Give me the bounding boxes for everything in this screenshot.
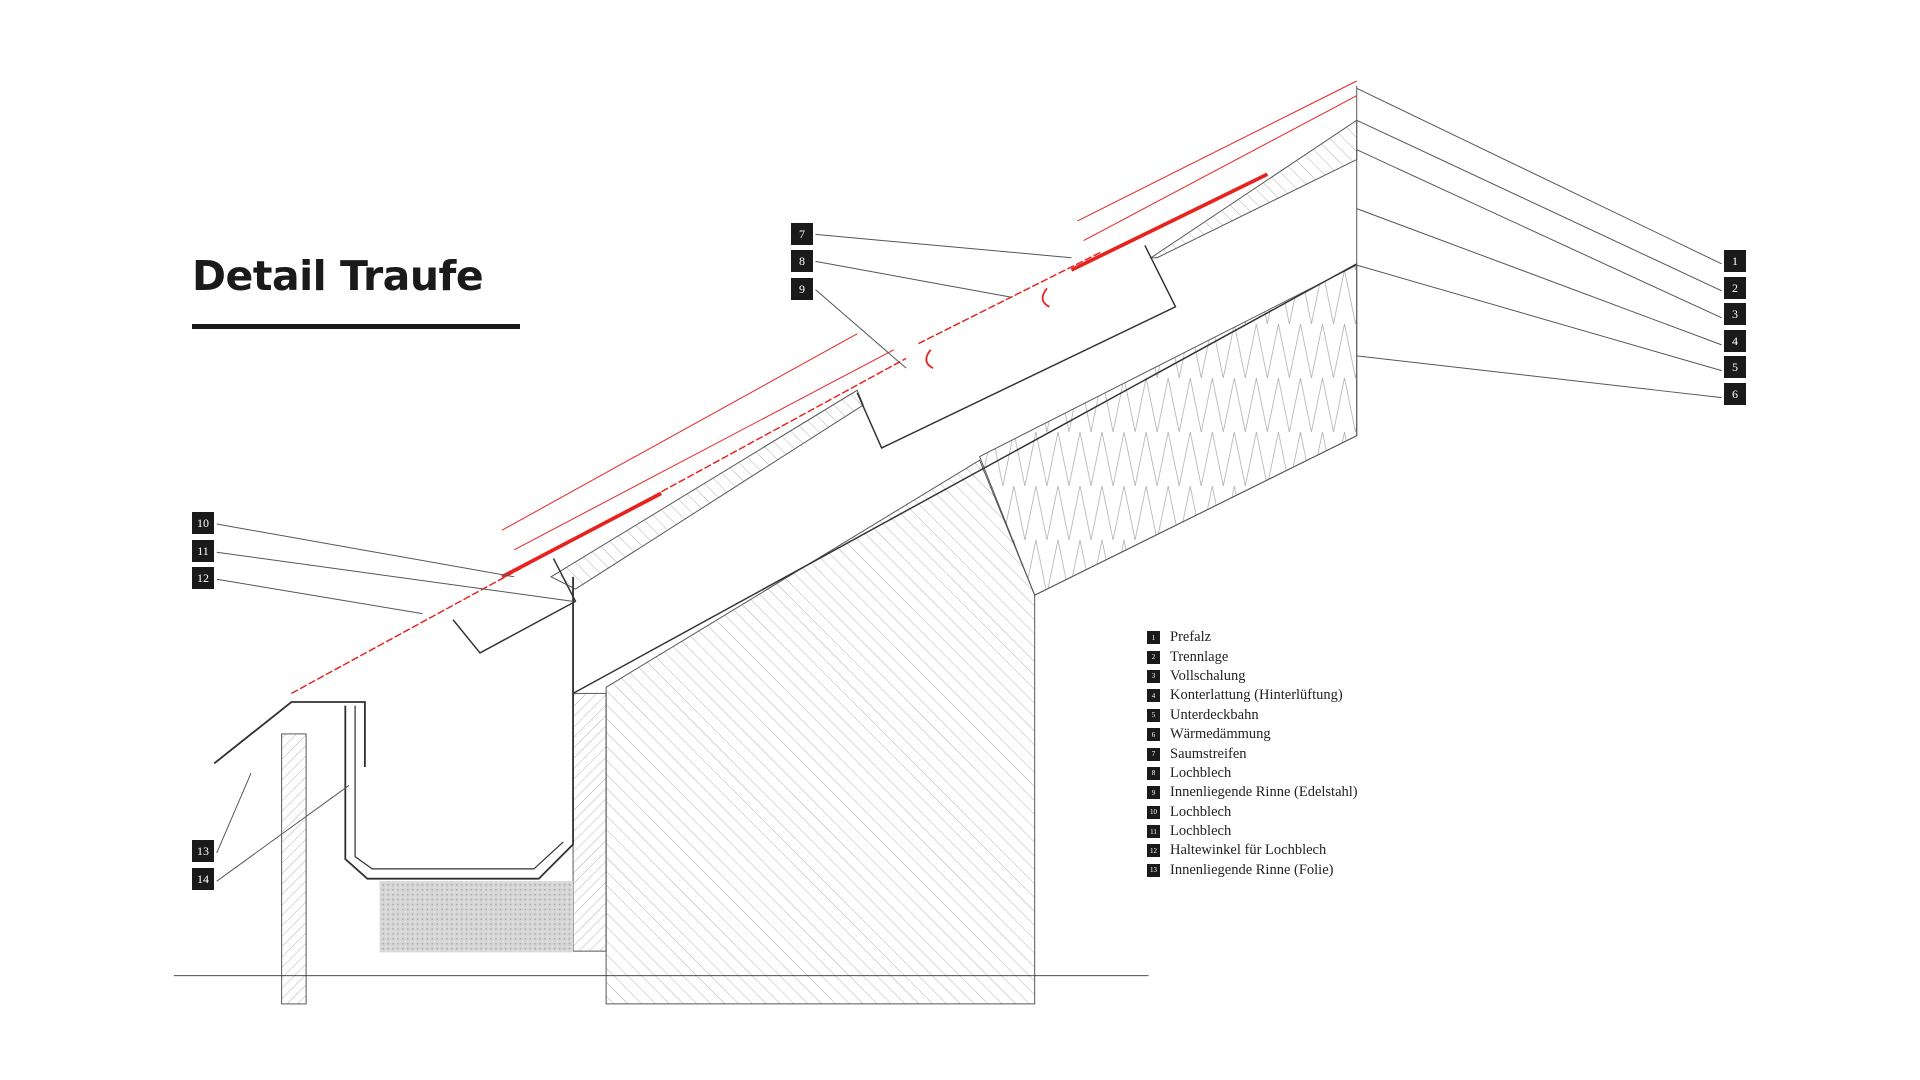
legend-label: Lochblech bbox=[1170, 764, 1232, 781]
legend: 1 Prefalz 2 Trennlage 3 Vollschalung 4 Konte… bbox=[1147, 628, 1358, 880]
callout-10: 10 bbox=[192, 512, 214, 534]
legend-label: Unterdeckbahn bbox=[1170, 706, 1259, 723]
title-underline bbox=[192, 324, 520, 329]
legend-item: 2 Trennlage bbox=[1147, 647, 1358, 666]
legend-number: 13 bbox=[1147, 863, 1160, 877]
legend-number: 12 bbox=[1147, 844, 1160, 858]
legend-item: 8 Lochblech bbox=[1147, 764, 1358, 783]
legend-number: 9 bbox=[1147, 786, 1160, 800]
legend-item: 11 Lochblech bbox=[1147, 822, 1358, 841]
gutter-lip bbox=[213, 701, 366, 768]
legend-number: 11 bbox=[1147, 825, 1160, 839]
legend-number: 8 bbox=[1147, 766, 1160, 780]
callout-13: 13 bbox=[192, 840, 214, 862]
legend-label: Trennlage bbox=[1170, 648, 1229, 665]
callout-1: 1 bbox=[1724, 250, 1746, 272]
wall-plate bbox=[572, 692, 607, 952]
legend-number: 5 bbox=[1147, 708, 1160, 722]
callout-4: 4 bbox=[1724, 330, 1746, 352]
legend-item: 6 Wärmedämmung bbox=[1147, 725, 1358, 744]
box-gutter-upper bbox=[856, 245, 1177, 449]
callout-12: 12 bbox=[192, 567, 214, 589]
legend-number: 2 bbox=[1147, 650, 1160, 664]
legend-item: 5 Unterdeckbahn bbox=[1147, 706, 1358, 725]
callout-6: 6 bbox=[1724, 383, 1746, 405]
callout-5: 5 bbox=[1724, 356, 1746, 378]
legend-label: Haltewinkel für Lochblech bbox=[1170, 842, 1327, 859]
callout-3: 3 bbox=[1724, 303, 1746, 325]
callout-2: 2 bbox=[1724, 277, 1746, 299]
legend-label: Lochblech bbox=[1170, 803, 1232, 820]
legend-number: 4 bbox=[1147, 689, 1160, 703]
wall-hatch bbox=[605, 459, 1036, 1005]
red-flashing bbox=[291, 80, 1357, 695]
legend-label: Vollschalung bbox=[1170, 667, 1246, 684]
legend-item: 3 Vollschalung bbox=[1147, 667, 1358, 686]
legend-label: Saumstreifen bbox=[1170, 745, 1247, 762]
box-gutter-lower bbox=[452, 558, 577, 654]
post bbox=[281, 733, 307, 1005]
callout-8: 8 bbox=[791, 250, 813, 272]
callout-7: 7 bbox=[791, 223, 813, 245]
legend-label: Prefalz bbox=[1170, 629, 1212, 646]
legend-number: 1 bbox=[1147, 631, 1160, 645]
legend-item: 12 Haltewinkel für Lochblech bbox=[1147, 841, 1358, 860]
legend-number: 6 bbox=[1147, 728, 1160, 742]
legend-item: 7 Saumstreifen bbox=[1147, 744, 1358, 763]
legend-label: Wärmedämmung bbox=[1170, 726, 1271, 743]
legend-item: 1 Prefalz bbox=[1147, 628, 1358, 647]
legend-item: 13 Innenliegende Rinne (Folie) bbox=[1147, 861, 1358, 880]
callout-11: 11 bbox=[192, 540, 214, 562]
legend-label: Innenliegende Rinne (Edelstahl) bbox=[1170, 784, 1358, 801]
legend-item: 4 Konterlattung (Hinterlüftung) bbox=[1147, 686, 1358, 705]
insulation bbox=[978, 264, 1358, 596]
legend-label: Innenliegende Rinne (Folie) bbox=[1170, 861, 1334, 878]
legend-item: 9 Innenliegende Rinne (Edelstahl) bbox=[1147, 783, 1358, 802]
leader-lines bbox=[216, 87, 1722, 882]
legend-item: 10 Lochblech bbox=[1147, 803, 1358, 822]
legend-number: 10 bbox=[1147, 805, 1160, 819]
gutter bbox=[344, 576, 574, 880]
gutter-insulation bbox=[379, 881, 574, 953]
page-title: Detail Traufe bbox=[192, 252, 484, 300]
legend-label: Lochblech bbox=[1170, 823, 1232, 840]
callout-9: 9 bbox=[791, 278, 813, 300]
legend-number: 7 bbox=[1147, 747, 1160, 761]
legend-label: Konterlattung (Hinterlüftung) bbox=[1170, 687, 1343, 704]
structure bbox=[173, 85, 1358, 1005]
legend-number: 3 bbox=[1147, 669, 1160, 683]
callout-14: 14 bbox=[192, 868, 214, 890]
